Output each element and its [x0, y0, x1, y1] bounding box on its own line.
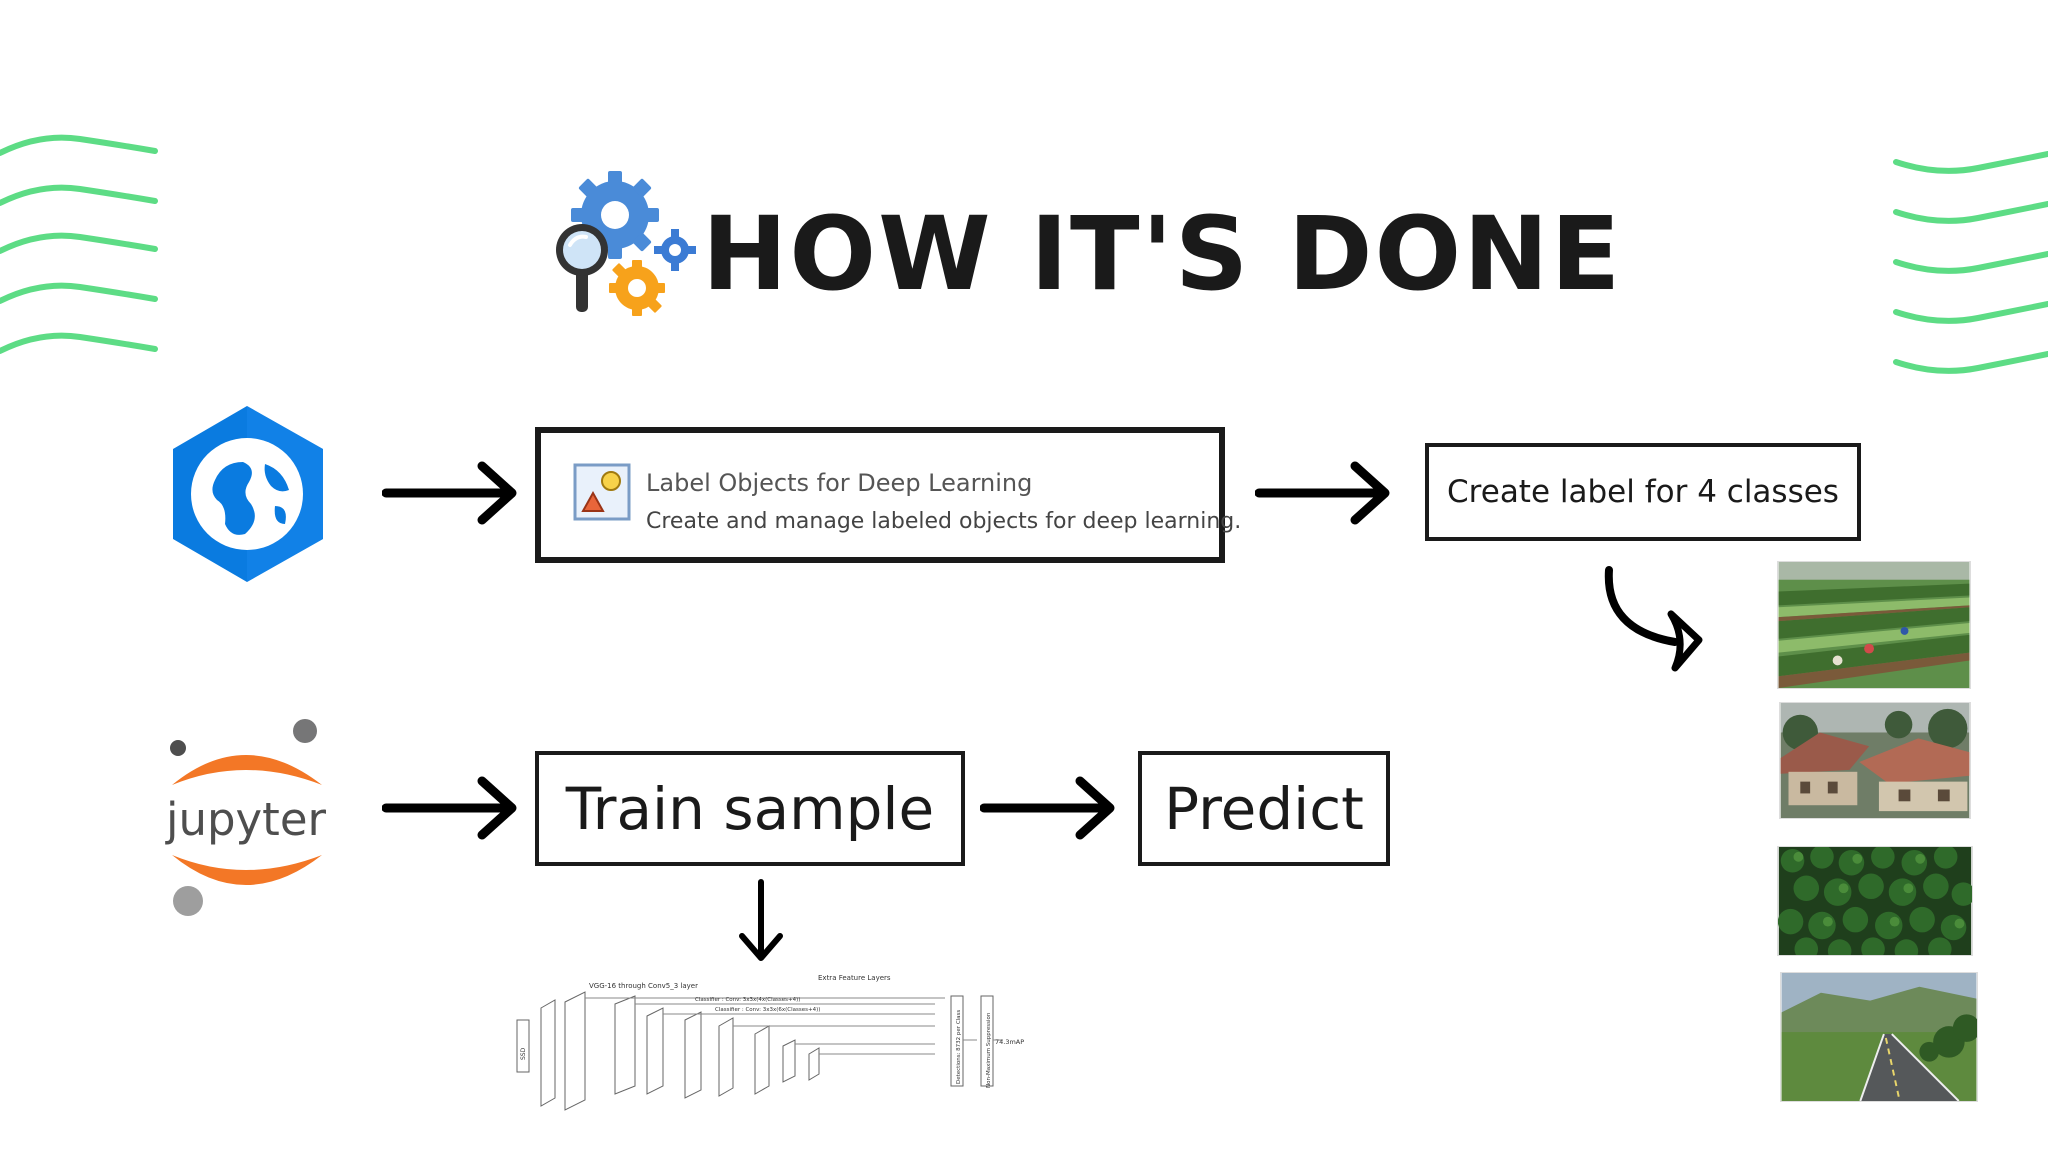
label-objects-icon [573, 463, 631, 521]
ssd-nms-label: Non-Maximum Suppression [986, 1012, 992, 1088]
gears-magnifier-icon [556, 171, 696, 316]
jupyter-wordmark: jupyter [165, 793, 327, 846]
ssd-side-label: SSD [520, 1047, 527, 1060]
create-label-step: Create label for 4 classes [1425, 443, 1861, 541]
arcgis-globe-icon [173, 406, 323, 582]
forest-photo [1777, 846, 1973, 956]
ssd-base-label: VGG-16 through Conv5_3 layer [589, 982, 698, 990]
arrow-right-icon [1255, 461, 1390, 525]
ssd-architecture-diagram: Extra Feature Layers VGG-16 through Conv… [516, 974, 1025, 1111]
train-sample-step: Train sample [535, 751, 965, 866]
ssd-classifier-2: Classifier : Conv: 3x3x(6x(Classes+4)) [715, 1007, 820, 1013]
tool-title: Label Objects for Deep Learning [646, 469, 1033, 497]
arrow-right-icon [382, 776, 517, 840]
arrow-down-icon [739, 879, 783, 961]
tool-description: Create and manage labeled objects for de… [646, 509, 1242, 534]
ssd-score: 74.3mAP 59FPS [995, 1038, 1025, 1046]
curved-arrow-icon [1604, 566, 1703, 672]
tool-card[interactable]: Label Objects for Deep Learning Create a… [535, 427, 1241, 563]
houses-photo [1779, 702, 1971, 819]
ssd-top-label: Extra Feature Layers [818, 974, 891, 982]
road-photo [1780, 972, 1978, 1102]
right-wave-lines [1893, 151, 2048, 374]
ssd-detections-label: Detections: 8732 per Class [956, 1010, 962, 1084]
arrow-right-icon [980, 776, 1115, 840]
jupyter-logo-icon: jupyter [165, 719, 327, 916]
left-wave-lines [0, 134, 158, 354]
page-title: HOW IT'S DONE [702, 195, 1623, 314]
predict-step: Predict [1138, 751, 1390, 866]
farmland-photo [1777, 561, 1971, 689]
ssd-classifier-1: Classifier : Conv: 3x3x(4x(Classes+4)) [695, 997, 800, 1003]
arrow-right-icon [382, 461, 517, 525]
